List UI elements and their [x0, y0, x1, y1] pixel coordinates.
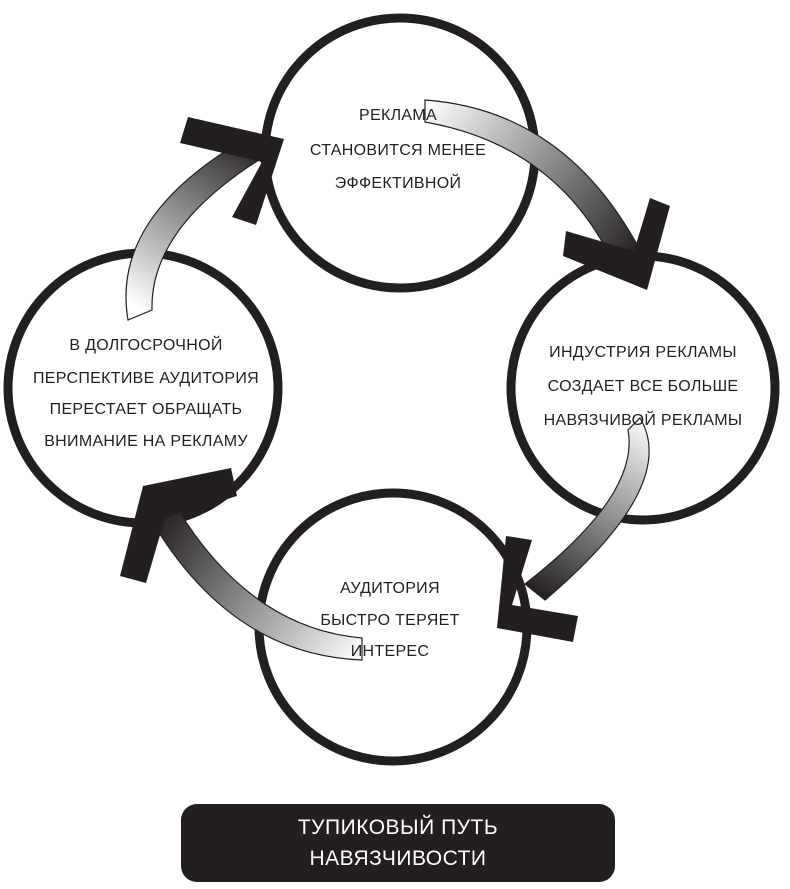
caption-box: ТУПИКОВЫЙ ПУТЬ НАВЯЗЧИВОСТИ [181, 804, 615, 882]
node-right-label: ИНДУСТРИЯ РЕКЛАМЫ СОЗДАЕТ ВСЕ БОЛЬШЕ НАВ… [544, 344, 743, 429]
node-top-label: РЕКЛАМА СТАНОВИТСЯ МЕНЕЕ ЭФФЕКТИВНОЙ [310, 107, 486, 192]
node-right-line-1: ИНДУСТРИЯ РЕКЛАМЫ [549, 344, 737, 361]
node-right-line-2: СОЗДАЕТ ВСЕ БОЛЬШЕ [548, 378, 739, 395]
arrowhead-right-bottom [497, 536, 578, 642]
node-right-line-3: НАВЯЗЧИВОЙ РЕКЛАМЫ [544, 410, 743, 429]
arrowhead-left-top [180, 117, 284, 225]
arrowhead-bottom-left [120, 468, 237, 583]
caption-line-2: НАВЯЗЧИВОСТИ [309, 847, 487, 870]
caption-line-1: ТУПИКОВЫЙ ПУТЬ [297, 816, 499, 839]
arrow-right-to-bottom [524, 417, 650, 601]
node-top-line-3: ЭФФЕКТИВНОЙ [335, 173, 462, 192]
node-bottom-line-3: ИНТЕРЕС [351, 643, 430, 660]
node-top-line-2: СТАНОВИТСЯ МЕНЕЕ [310, 142, 486, 159]
node-left-line-1: В ДОЛГОСРОЧНОЙ [69, 335, 222, 354]
node-left-line-4: ВНИМАНИЕ НА РЕКЛАМУ [44, 433, 248, 450]
node-bottom-label: АУДИТОРИЯ БЫСТРО ТЕРЯЕТ ИНТЕРЕС [320, 580, 459, 660]
node-left-line-2: ПЕРСПЕКТИВЕ АУДИТОРИЯ [33, 370, 259, 387]
node-left-label: В ДОЛГОСРОЧНОЙ ПЕРСПЕКТИВЕ АУДИТОРИЯ ПЕР… [33, 335, 259, 450]
node-bottom-line-1: АУДИТОРИЯ [340, 580, 440, 597]
node-bottom-line-2: БЫСТРО ТЕРЯЕТ [320, 612, 459, 629]
node-top-line-1: РЕКЛАМА [359, 107, 437, 124]
node-left-line-3: ПЕРЕСТАЕТ ОБРАЩАТЬ [50, 401, 243, 418]
arrowhead-top-right [563, 198, 670, 290]
